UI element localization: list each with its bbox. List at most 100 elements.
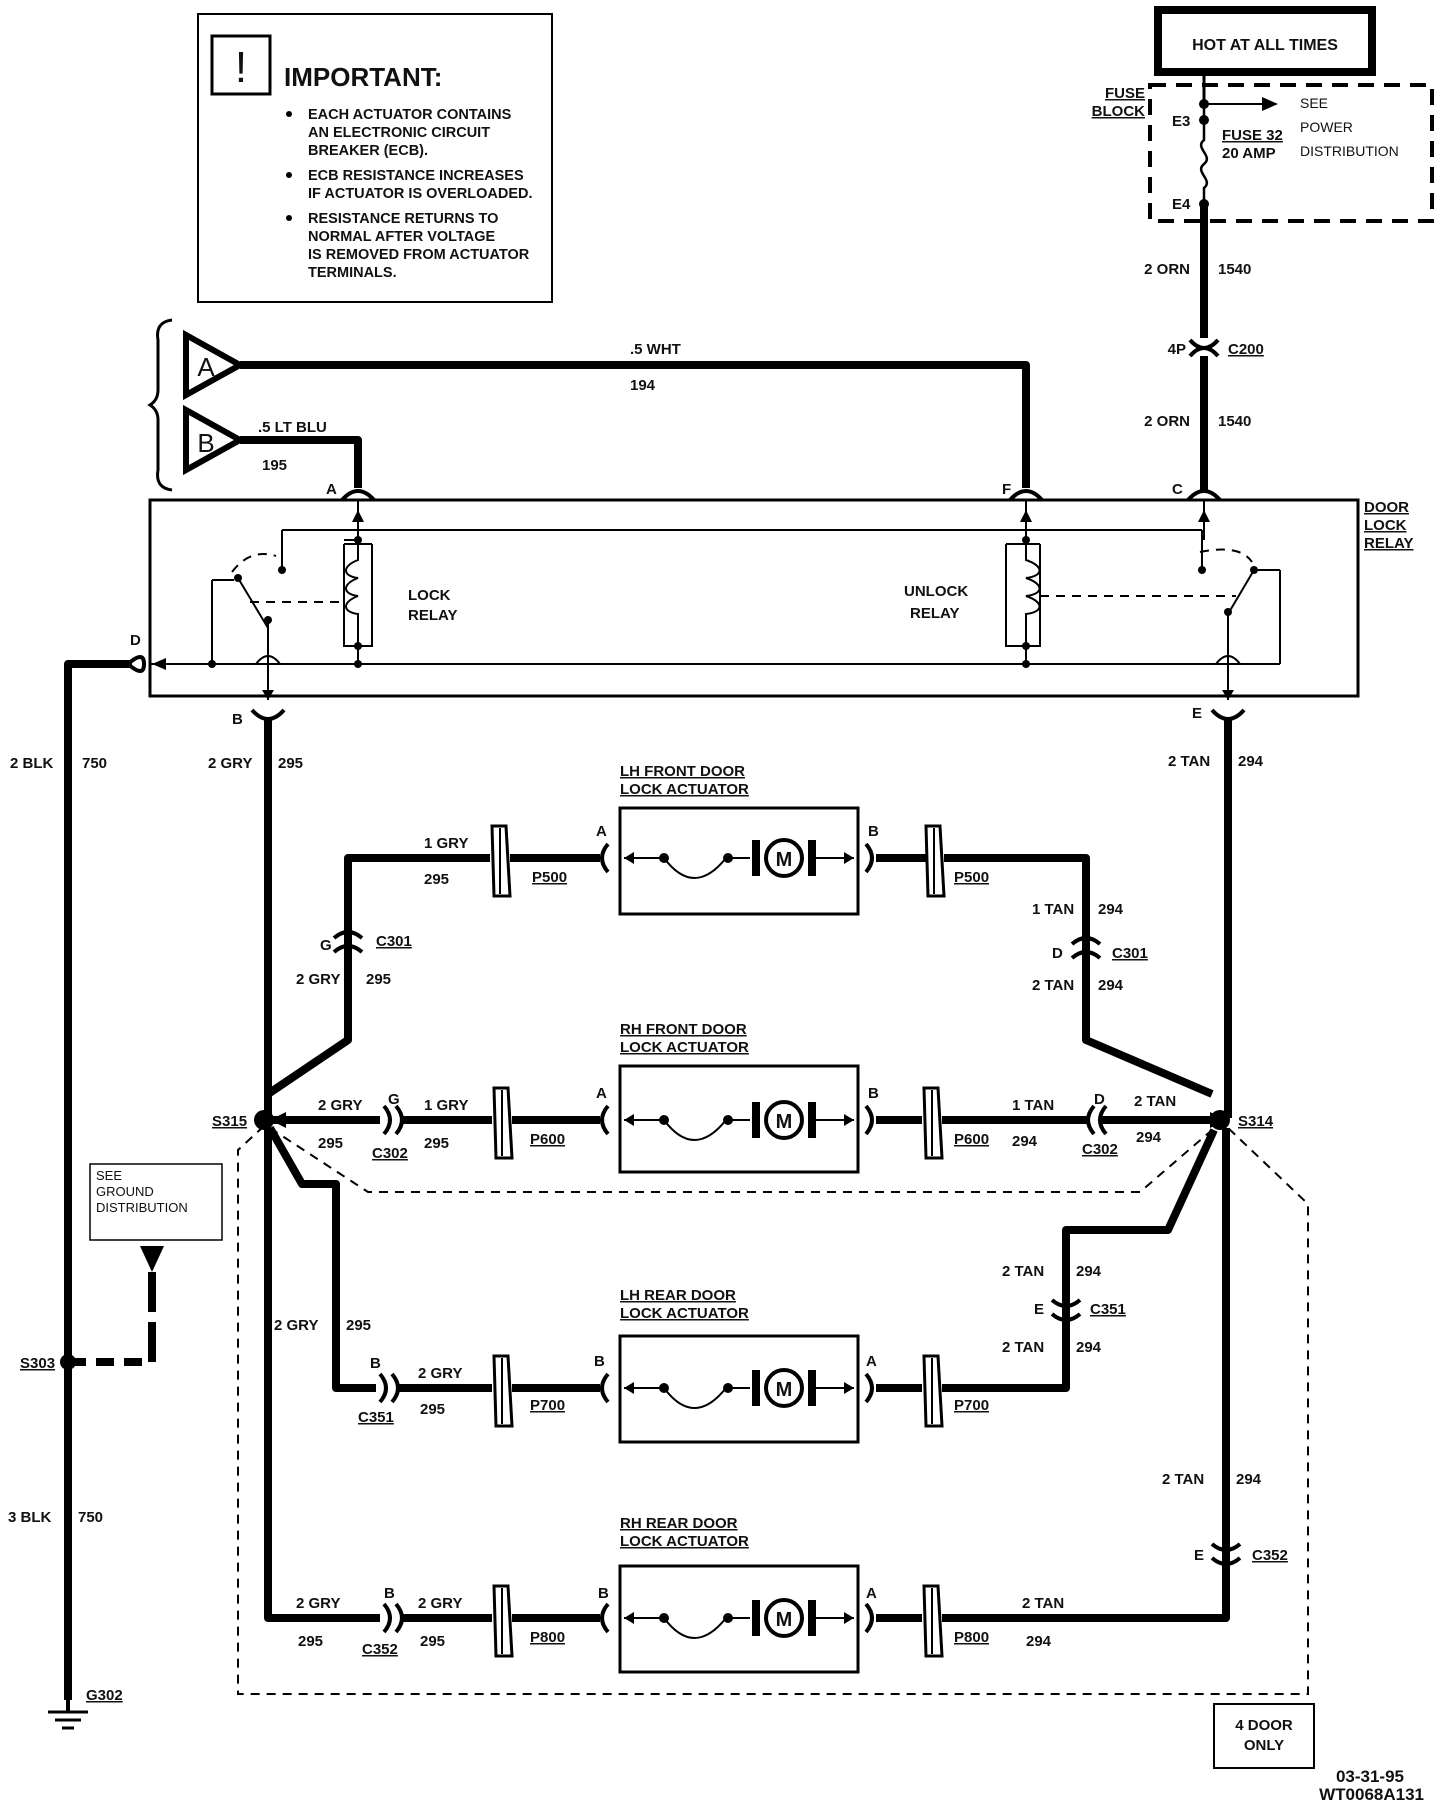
rh-front-motor-label: M: [776, 1111, 793, 1133]
wire-tan1-rf-circuit: 294: [1012, 1133, 1038, 1150]
lh-front-title-1: LH FRONT DOOR: [620, 763, 745, 780]
c302-pin-g: G: [388, 1091, 400, 1108]
fuse-block: FUSE BLOCK E3 E4 FUSE 32 20 AMP SEE POWE…: [1092, 74, 1434, 223]
footer-date: 03-31-95: [1336, 1767, 1404, 1786]
ltblu-wire: .5 LT BLU 195: [240, 419, 362, 488]
offpage-a-icon: [183, 329, 247, 401]
fuse-pin-e3: E3: [1172, 113, 1190, 130]
four-door-label-2: ONLY: [1244, 1737, 1284, 1754]
c301-pin-d: D: [1052, 945, 1063, 962]
wire-ltblu-gauge: .5 LT BLU: [258, 419, 327, 436]
c351-label-left: C351: [358, 1409, 394, 1426]
wire-gry2-rr-b-gauge: 2 GRY: [418, 1595, 462, 1612]
wire-tan1-rf-gauge: 1 TAN: [1012, 1097, 1054, 1114]
wire-tan-e-gauge: 2 TAN: [1168, 753, 1210, 770]
relay-name-1: DOOR: [1364, 499, 1409, 516]
ground-arrow-icon: [140, 1246, 164, 1272]
offpage-a-label: A: [197, 352, 215, 382]
wire-tan2-c301-gauge: 2 TAN: [1032, 977, 1074, 994]
rh-front-pin-left: A: [596, 1085, 607, 1102]
lh-rear-door-circuit: LH REAR DOOR LOCK ACTUATOR 2 GRY 295 B C…: [266, 1126, 1218, 1444]
lh-front-title-2: LOCK ACTUATOR: [620, 781, 749, 798]
wire-gry2-rr-a-circuit: 295: [298, 1633, 323, 1650]
offpage-b-label: B: [197, 428, 214, 458]
wire-gry2-rr-b-circuit: 295: [420, 1633, 445, 1650]
c352-pin-b: B: [384, 1585, 395, 1602]
fuse-pin-e4: E4: [1172, 196, 1191, 213]
wire-gry1-lf-circuit: 295: [424, 871, 449, 888]
c200-pin: 4P: [1168, 341, 1186, 358]
wire-orn2-circuit: 1540: [1218, 413, 1251, 430]
hot-at-all-times-box: HOT AT ALL TIMES: [1154, 6, 1376, 76]
wire-blk1-gauge: 2 BLK: [10, 755, 54, 772]
see-ground-2: GROUND: [96, 1184, 154, 1199]
important-item-3-line-3: IS REMOVED FROM ACTUATOR: [308, 247, 530, 263]
wire-blk2-gauge: 3 BLK: [8, 1509, 52, 1526]
wire-tan-e-circuit: 294: [1238, 753, 1264, 770]
wire-tan2-c301-circuit: 294: [1098, 977, 1124, 994]
lh-front-motor-icon: [764, 838, 804, 878]
wire-blk2-circuit: 750: [78, 1509, 103, 1526]
relay-bottom-pins: B E: [232, 705, 1246, 728]
fuse-element-icon: [1199, 104, 1209, 204]
p700-label-right: P700: [954, 1397, 989, 1414]
splices: S315 S314: [212, 1110, 1274, 1130]
wire-tan2-rf-circuit: 294: [1136, 1129, 1162, 1146]
wire-orn1-gauge: 2 ORN: [1144, 261, 1190, 278]
wire-gry2-c301-circuit: 295: [366, 971, 391, 988]
orange-feed-wire: 2 ORN 1540 4P C200 2 ORN 1540: [1144, 206, 1264, 490]
rh-rear-title-2: LOCK ACTUATOR: [620, 1533, 749, 1550]
see-power-3: DISTRIBUTION: [1300, 143, 1399, 159]
wire-gry-b-circuit: 295: [278, 755, 303, 772]
wire-gry2-c301-gauge: 2 GRY: [296, 971, 340, 988]
c302-pin-d: D: [1094, 1091, 1105, 1108]
wire-wht-circuit: 194: [630, 377, 656, 394]
wire-tan2-rr-gauge: 2 TAN: [1022, 1595, 1064, 1612]
relay-pin-e: E: [1192, 705, 1202, 722]
important-item-2-line-2: IF ACTUATOR IS OVERLOADED.: [308, 186, 533, 202]
s314-splice: [1210, 1110, 1230, 1130]
c301-label-right: C301: [1112, 945, 1148, 962]
relay-name-3: RELAY: [1364, 535, 1413, 552]
lh-rear-motor-icon: [764, 1368, 804, 1408]
rh-rear-pin-left: B: [598, 1585, 609, 1602]
wire-orn1-circuit: 1540: [1218, 261, 1251, 278]
lh-rear-title-2: LOCK ACTUATOR: [620, 1305, 749, 1322]
wire-gry2-lr-circuit: 295: [420, 1401, 445, 1418]
warning-icon: !: [235, 43, 247, 92]
c200-label: C200: [1228, 341, 1264, 358]
wire-wht-gauge: .5 WHT: [630, 341, 681, 358]
relay-pin-b: B: [232, 711, 243, 728]
lh-rear-pin-left: B: [594, 1353, 605, 1370]
fuse-name: FUSE 32: [1222, 127, 1283, 144]
relay-pin-d: D: [130, 632, 141, 649]
wire-tan2-c351b-circuit: 294: [1076, 1339, 1102, 1356]
lh-front-motor-label: M: [776, 849, 793, 871]
rh-front-title-1: RH FRONT DOOR: [620, 1021, 747, 1038]
important-note: ! IMPORTANT: EACH ACTUATOR CONTAINS AN E…: [197, 13, 553, 303]
relay-pin-f: F: [1002, 481, 1011, 498]
relay-pin-a: A: [326, 481, 337, 498]
lock-relay-label-1: LOCK: [408, 587, 451, 604]
wire-tan2-c351a-circuit: 294: [1076, 1263, 1102, 1280]
wire-gry2-rf-circuit: 295: [318, 1135, 343, 1152]
wire-tan2-c352-circuit: 294: [1236, 1471, 1262, 1488]
wire-tan1-lf-circuit: 294: [1098, 901, 1124, 918]
lh-rear-pin-right: A: [866, 1353, 877, 1370]
wire-gry2-rf-gauge: 2 GRY: [318, 1097, 362, 1114]
hot-label: HOT AT ALL TIMES: [1192, 37, 1338, 54]
c352-label-right: C352: [1252, 1547, 1288, 1564]
see-ground-1: SEE: [96, 1168, 122, 1183]
important-item-1-line-2: AN ELECTRONIC CIRCUIT: [308, 125, 490, 141]
wire-tan2-rf-gauge: 2 TAN: [1134, 1093, 1176, 1110]
lock-relay-label-2: RELAY: [408, 607, 457, 624]
wire-blk1-circuit: 750: [82, 755, 107, 772]
wire-gry2-lr-v-circuit: 295: [346, 1317, 371, 1334]
p800-label-left: P800: [530, 1629, 565, 1646]
wire-tan2-c352-gauge: 2 TAN: [1162, 1471, 1204, 1488]
rh-rear-title-1: RH REAR DOOR: [620, 1515, 738, 1532]
rh-front-door-circuit: RH FRONT DOOR LOCK ACTUATOR 2 GRY 295 G …: [268, 1021, 1228, 1174]
four-door-boundary: 4 DOOR ONLY: [237, 1125, 1315, 1769]
wire-gry2-lr-v-gauge: 2 GRY: [274, 1317, 318, 1334]
